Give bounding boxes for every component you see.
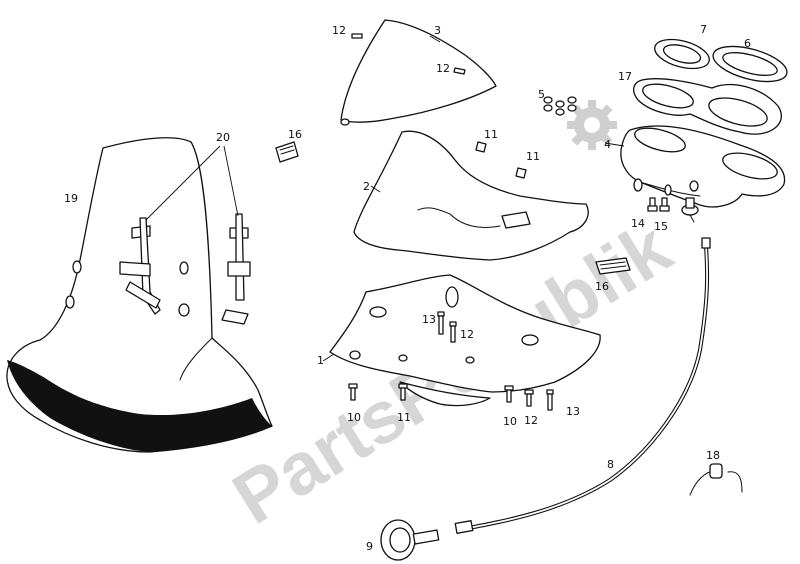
screw-part-11-left [398, 383, 408, 401]
front-cowl-part-2 [353, 130, 589, 261]
callout-10-right: 10 [503, 415, 517, 428]
callout-4: 4 [604, 138, 611, 151]
callout-11-mid: 11 [526, 150, 540, 163]
callout-1: 1 [317, 354, 324, 367]
screw-set [348, 311, 554, 411]
lower-panel-part-1 [329, 274, 601, 407]
gasket-part-17 [632, 78, 782, 135]
bulb-part-14 [647, 197, 658, 212]
bulb-part-15 [659, 197, 670, 212]
callout-8: 8 [607, 458, 614, 471]
callout-7: 7 [700, 23, 707, 36]
callout-2: 2 [363, 180, 370, 193]
screw-part-12-top [449, 321, 457, 343]
upper-cover-part-3 [340, 19, 497, 126]
plate-part-16-bottom [595, 257, 631, 275]
drive-unit-part-9 [380, 519, 440, 561]
screw-part-10-right [504, 385, 514, 403]
callout-labels: 1 2 3 4 5 6 7 8 9 10 10 11 11 11 12 12 1… [64, 23, 751, 553]
callout-16-bottom: 16 [595, 280, 609, 293]
callout-20: 20 [216, 131, 230, 144]
screw-part-13-top [437, 311, 445, 335]
callout-9: 9 [366, 540, 373, 553]
screw-part-13-right [546, 389, 554, 411]
ring-part-7 [654, 38, 710, 70]
callout-19: 19 [64, 192, 78, 205]
grommet-part-5 [543, 96, 577, 116]
windshield-bracket-part-20 [119, 213, 251, 325]
callout-18: 18 [706, 449, 720, 462]
callout-11-bottom: 11 [397, 411, 411, 424]
callout-13-bottom: 13 [566, 405, 580, 418]
instrument-cluster-part-4 [620, 125, 786, 223]
speedometer-cable-part-8 [454, 237, 711, 534]
callout-11-top: 11 [484, 128, 498, 141]
callout-14: 14 [631, 217, 645, 230]
gear-icon [567, 100, 617, 150]
callout-16-top: 16 [288, 128, 302, 141]
plate-part-16-top [275, 141, 299, 163]
callout-12-cover: 12 [436, 62, 450, 75]
screw-part-12-right [524, 389, 534, 407]
callout-3: 3 [434, 24, 441, 37]
callout-10-left: 10 [347, 411, 361, 424]
screw-part-10-left [348, 383, 358, 401]
leader-lines [145, 35, 625, 362]
callout-12-panel: 12 [460, 328, 474, 341]
callout-15: 15 [654, 220, 668, 233]
sensor-part-18 [689, 463, 743, 496]
callout-12-top: 12 [332, 24, 346, 37]
callout-5: 5 [538, 88, 545, 101]
callout-17: 17 [618, 70, 632, 83]
callout-12-bottom: 12 [524, 414, 538, 427]
callout-13-panel: 13 [422, 313, 436, 326]
bezel-part-6 [712, 45, 788, 83]
callout-6: 6 [744, 37, 751, 50]
